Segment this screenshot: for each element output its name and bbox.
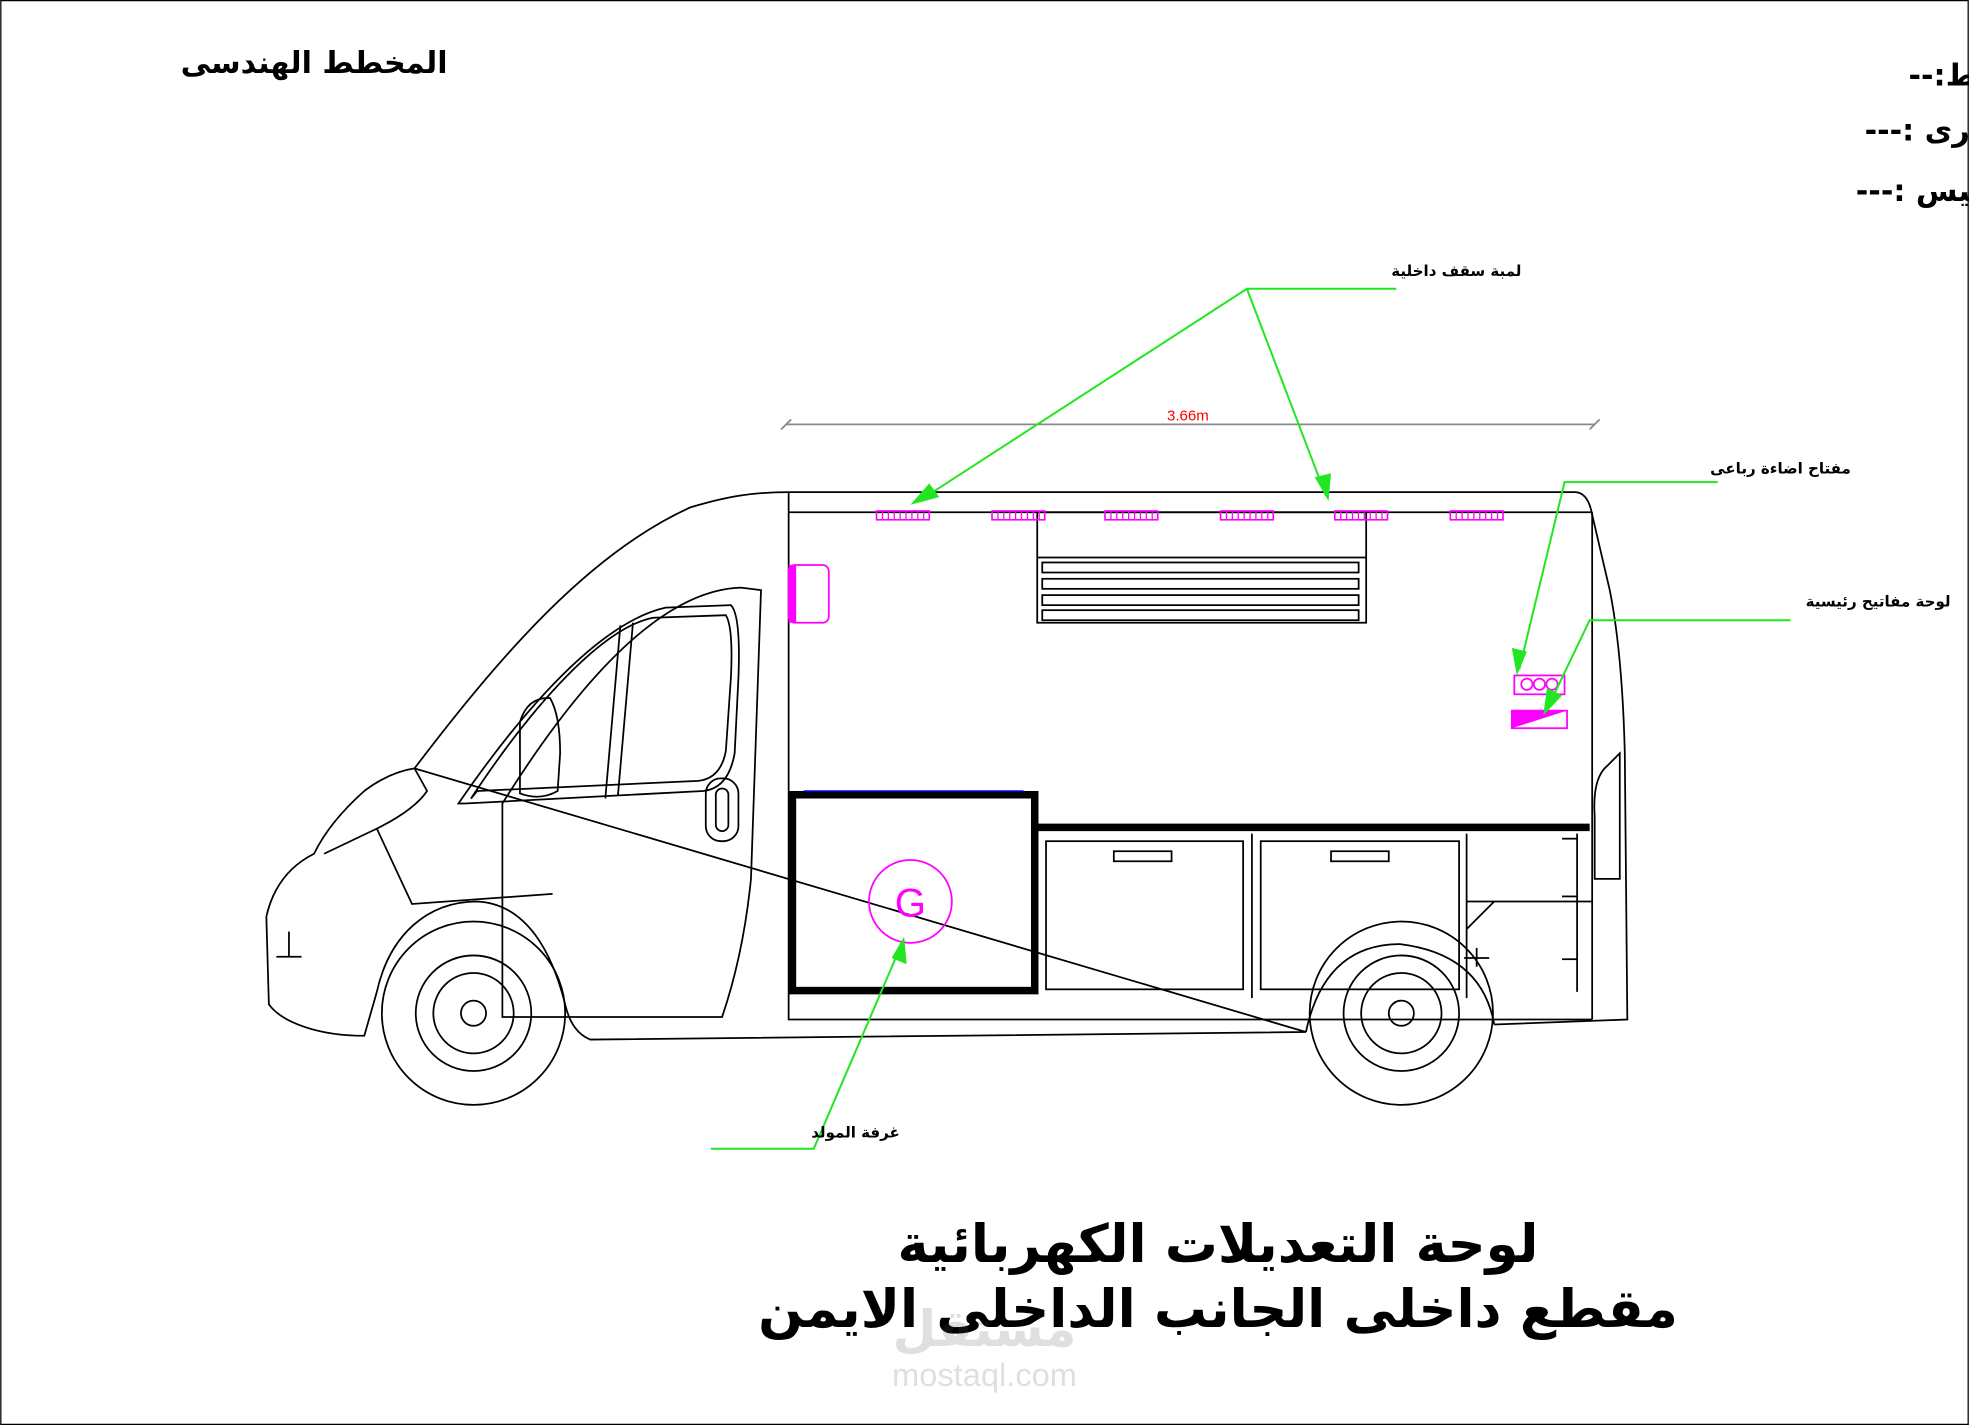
watermark: مستقل mostaql.com (892, 1299, 1077, 1393)
ceiling-lamp-label: لمبة سقف داخلية (1391, 262, 1521, 280)
svg-text:مستقل: مستقل (893, 1299, 1077, 1358)
switch-panel-symbol (1510, 709, 1568, 730)
svg-text:mostaql.com: mostaql.com (892, 1356, 1077, 1393)
leader-light-switch: مفتاح اضاءة رباعى (1511, 459, 1851, 676)
wall-lamp (787, 564, 830, 624)
trade-name-label: الاسم التجارى :--- (1865, 114, 1969, 149)
drawing-title-line1: لوحة التعديلات الكهربائية (898, 1214, 1539, 1275)
ceiling-lamp-icon (1104, 510, 1159, 521)
ceiling-lamp-icon (1219, 510, 1275, 521)
svg-text:G: G (895, 881, 926, 926)
cabinet-2 (1259, 840, 1460, 991)
switch-panel-label: لوحة مفاتيح رئيسية (1806, 592, 1951, 610)
light-switch-label: مفتاح اضاءة رباعى (1710, 459, 1851, 477)
ceiling-lamp-icon (1449, 510, 1504, 521)
rear-wheel (1308, 920, 1494, 1106)
front-wheel (380, 920, 567, 1106)
ceiling-lamp-icon (875, 510, 931, 521)
ceiling-lamps (875, 510, 1504, 521)
leader-generator: غرفة المولد (710, 936, 907, 1150)
drawing-title-line2: مقطع داخلى الجانب الداخلى الايمن (758, 1279, 1678, 1340)
van-outline (265, 491, 1629, 1041)
generator-room (788, 790, 1039, 995)
generator-room-label: غرفة المولد (811, 1123, 900, 1141)
length-dimension-label: 3.66m (1167, 408, 1209, 425)
length-dimension: 3.66m (780, 408, 1601, 431)
leader-ceiling-lamp: لمبة سقف داخلية (910, 262, 1521, 505)
cabinet-1 (1045, 840, 1245, 991)
ceiling-lamp-icon (991, 510, 1046, 521)
registration-number-label: رقم التأسيس :--- (1856, 171, 1969, 209)
ceiling-lamp-icon (1333, 510, 1389, 521)
leader-switch-panel: لوحة مفاتيح رئيسية (1543, 592, 1951, 716)
ac-unit (1036, 511, 1368, 624)
light-switch-symbol (1513, 674, 1566, 696)
plan-title: المخطط الهندسى (181, 46, 448, 81)
owner-name-label: اسم صاحب النشاط:-- (1909, 58, 1969, 93)
generator-symbol: G (868, 859, 953, 944)
